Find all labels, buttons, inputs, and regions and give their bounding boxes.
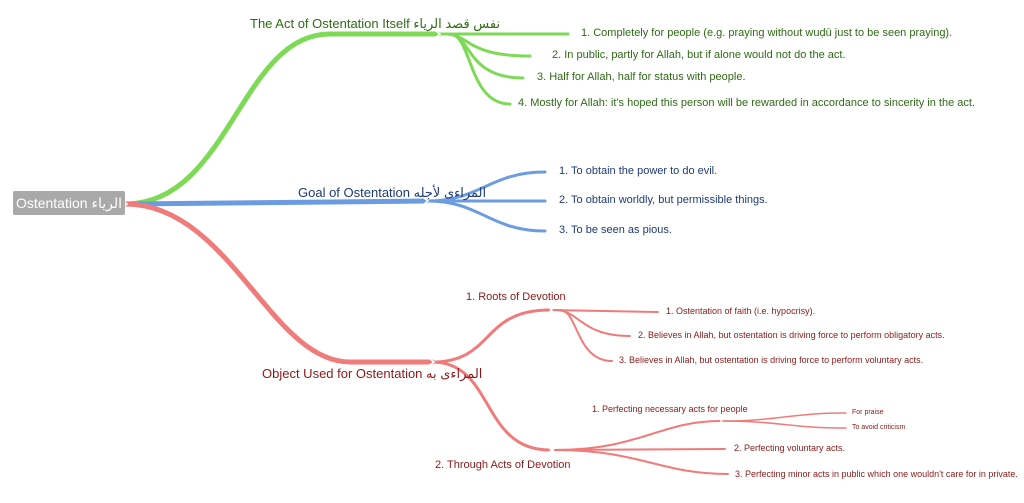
act-item-2[interactable]: 2. In public, partly for Allah, but if a… [552,49,846,61]
goal-item-3[interactable]: 3. To be seen as pious. [559,224,672,236]
connector-act-item-4 [448,32,512,106]
branch-title-act[interactable]: The Act of Ostentation Itself نفس قصد ال… [250,16,501,31]
connector-criticism [719,420,847,429]
connector-root-to-act [122,31,441,207]
acts-item-1-child-praise[interactable]: For praise [852,409,884,416]
junction-chevron-necessary [717,417,723,425]
goal-item-1[interactable]: 1. To obtain the power to do evil. [559,165,718,177]
connector-roots-item-2 [554,309,631,337]
acts-item-1-child-criticism[interactable]: To avoid criticism [852,424,906,431]
junction-chevron-acts [547,446,554,454]
junction-chevron-object [429,358,436,366]
connector-object-to-acts [430,360,552,452]
roots-item-1[interactable]: 1. Ostentation of faith (i.e. hypocrisy)… [666,306,816,316]
act-item-3[interactable]: 3. Half for Allah, half for status with … [537,71,746,83]
goal-item-2[interactable]: 2. To obtain worldly, but permissible th… [559,194,768,206]
roots-item-2[interactable]: 2. Believes in Allah, but ostentation is… [638,330,945,340]
act-item-1[interactable]: 1. Completely for people (e.g. praying w… [581,27,953,39]
connector-goal-item-3 [426,199,547,233]
root-node[interactable]: Ostentation الرياء [13,191,125,215]
connector-acts-item-2 [554,448,726,451]
connector-roots-item-1 [549,309,659,313]
act-item-4[interactable]: 4. Mostly for Allah: it's hoped this per… [518,97,975,109]
branch-title-goal[interactable]: Goal of Ostentation المراءى لأجله [298,185,487,200]
acts-of-devotion-title[interactable]: 2. Through Acts of Devotion [435,459,571,471]
junction-chevron-goal [423,197,430,205]
junction-chevron-roots [547,306,554,314]
root-label: Ostentation الرياء [15,194,123,211]
connector-root-to-goal [122,198,429,207]
connector-object-to-roots [430,308,552,364]
acts-item-2[interactable]: 2. Perfecting voluntary acts. [734,443,846,453]
junction-chevron-act [435,30,442,38]
acts-item-1[interactable]: 1. Perfecting necessary acts for people [592,404,748,414]
connector-acts-item-1 [554,420,721,451]
acts-item-3[interactable]: 3. Perfecting minor acts in public which… [735,469,1018,479]
roots-item-3[interactable]: 3. Believes in Allah, but ostentation is… [619,355,924,365]
branch-title-object[interactable]: Object Used for Ostentation المراءى به [262,366,483,381]
connector-roots-item-3 [559,309,613,362]
connector-root-to-object [122,201,435,365]
connector-praise [719,412,847,422]
roots-of-devotion-title[interactable]: 1. Roots of Devotion [466,291,566,303]
connector-acts-item-3 [554,449,729,475]
